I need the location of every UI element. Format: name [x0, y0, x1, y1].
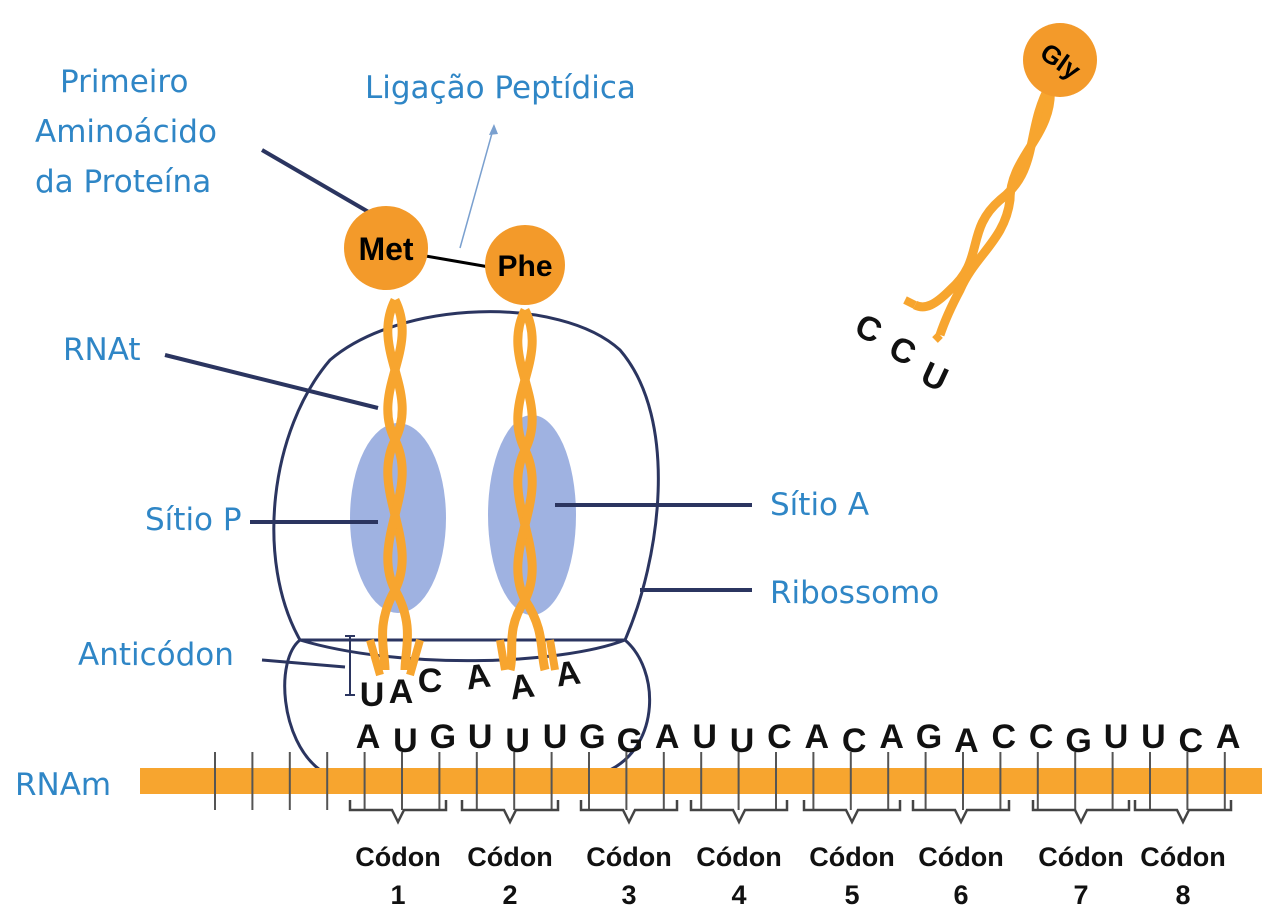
mrna-base: A: [655, 718, 680, 756]
mrna-base: U: [505, 722, 530, 760]
anticodon-base: A: [389, 673, 414, 711]
codon-brace: [913, 800, 1009, 822]
anticodon-base: A: [507, 666, 537, 707]
peptide-bond: [420, 255, 495, 268]
anticodon-incoming: C C U: [849, 307, 953, 400]
mrna-base: U: [543, 718, 568, 756]
codon-label: Códon: [918, 842, 1003, 872]
anticodon-base: A: [463, 656, 493, 697]
codon-brace: [581, 800, 677, 822]
codon-number: 8: [1175, 880, 1190, 910]
amino-acid-phe: Phe: [485, 225, 565, 305]
label-anticodon: Anticódon: [78, 637, 234, 673]
amino-acid-gly: Gly: [1023, 23, 1097, 97]
mrna-base: C: [767, 718, 792, 756]
anticodon-a-site: A A A: [463, 653, 583, 707]
label-mrna: RNAm: [15, 767, 111, 803]
label-p-site: Sítio P: [145, 502, 242, 538]
amino-acid-met: Met: [344, 206, 428, 290]
mrna-base: C: [842, 722, 867, 760]
leader-trna: [165, 355, 378, 408]
label-peptide-bond: Ligação Peptídica: [365, 70, 636, 106]
anticodon-base: A: [553, 653, 583, 694]
amino-acid-phe-label: Phe: [497, 250, 552, 283]
codon-label: Códon: [355, 842, 440, 872]
mrna-base: U: [1141, 718, 1166, 756]
mrna-base: C: [1179, 722, 1204, 760]
leader-first-amino-acid: [262, 150, 372, 214]
codon-braces: [350, 800, 1231, 822]
codon-number: 5: [844, 880, 859, 910]
anticodon-base: C: [418, 662, 443, 700]
codon-label: Códon: [1038, 842, 1123, 872]
anticodon-base: C: [849, 307, 887, 352]
codon-number: 3: [621, 880, 636, 910]
mrna-base: U: [468, 718, 493, 756]
codon-label: Códon: [586, 842, 671, 872]
codon-number: 4: [731, 880, 746, 910]
mrna-base: G: [579, 718, 605, 756]
codon-brace: [804, 800, 900, 822]
label-first-amino-acid-line: Aminoácido: [35, 114, 217, 150]
anticodon-base: U: [915, 355, 953, 400]
codon-brace: [1033, 800, 1129, 822]
label-trna: RNAt: [63, 332, 141, 368]
anticodon-bracket: [345, 636, 355, 695]
label-ribosome: Ribossomo: [770, 575, 939, 611]
codon-number: 7: [1073, 880, 1088, 910]
mrna-base: U: [393, 722, 418, 760]
codon-label: Códon: [1140, 842, 1225, 872]
peptide-bond-arrowhead: [489, 124, 498, 135]
leader-anticodon: [262, 660, 345, 667]
mrna-base: U: [730, 722, 755, 760]
anticodon-base: C: [883, 329, 921, 374]
mrna-base: A: [1216, 718, 1241, 756]
mrna-base: U: [692, 718, 717, 756]
codon-number: 2: [502, 880, 517, 910]
mrna-base: U: [1104, 718, 1129, 756]
mrna-base: G: [1065, 722, 1091, 760]
codon-labels: Códon 1 Códon 2 Códon 3 Códon 4 Códon 5 Códon 6 Códo…: [355, 842, 1225, 910]
mrna-base: G: [617, 722, 643, 760]
leader-peptide-bond: [460, 126, 494, 248]
codon-label: Códon: [467, 842, 552, 872]
mrna-base: G: [916, 718, 942, 756]
mrna-base: C: [1029, 718, 1054, 756]
mrna-base: A: [356, 718, 381, 756]
label-a-site: Sítio A: [770, 487, 869, 523]
codon-label: Códon: [809, 842, 894, 872]
mrna-base: A: [879, 718, 904, 756]
ribosome-large-subunit: [274, 312, 659, 640]
codon-label: Códon: [696, 842, 781, 872]
mrna-base: A: [954, 722, 979, 760]
label-first-amino-acid-line: da Proteína: [35, 164, 211, 200]
mrna-base: A: [805, 718, 830, 756]
label-first-amino-acid-line: Primeiro: [60, 64, 188, 100]
label-first-amino-acid: Primeiro Aminoácido da Proteína: [35, 64, 227, 200]
amino-acid-met-label: Met: [358, 231, 413, 267]
mrna-base: G: [430, 718, 456, 756]
trna-incoming: [905, 85, 1050, 340]
codon-number: 6: [953, 880, 968, 910]
mrna-base: C: [992, 718, 1017, 756]
anticodon-base: U: [360, 676, 385, 714]
codon-number: 1: [390, 880, 405, 910]
